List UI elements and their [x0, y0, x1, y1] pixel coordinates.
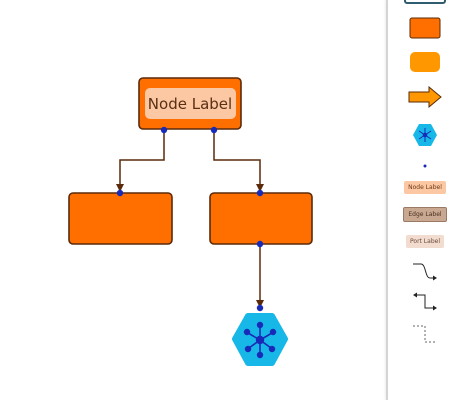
network-icon: [243, 321, 277, 359]
port-label-chip: Port Label: [406, 234, 444, 248]
dashed-edge-icon: [413, 325, 437, 343]
port-right-node-top[interactable]: [256, 189, 264, 197]
port-right-node-bottom[interactable]: [256, 240, 264, 248]
palette-arrow[interactable]: [388, 86, 460, 108]
hexagon-network-icon: [413, 124, 437, 146]
node-label-chip: Node Label: [404, 180, 446, 194]
hexagon-network-node[interactable]: [232, 313, 288, 366]
palette-orange-rectangle[interactable]: [388, 16, 460, 40]
port-dot-icon: [423, 164, 427, 168]
curved-edge-icon: [413, 263, 437, 281]
edge-label-chip: Edge Label: [403, 206, 447, 222]
palette-port-dot[interactable]: [388, 161, 460, 171]
palette-curved-edge[interactable]: [388, 260, 460, 284]
edge-top-to-right[interactable]: [213, 130, 264, 192]
node-top-label: Node Label: [148, 95, 232, 113]
palette-node-label[interactable]: Node Label: [388, 180, 460, 194]
canvas-svg: Node Label: [68, 77, 313, 366]
orange-rect-icon: [409, 17, 441, 39]
port-hexagon-top[interactable]: [256, 304, 264, 312]
edge-top-to-left[interactable]: [116, 130, 165, 192]
palette-rounded-orange[interactable]: [388, 50, 460, 74]
node-top-label-box[interactable]: [145, 88, 236, 119]
node-right[interactable]: [209, 192, 313, 245]
port-top-right[interactable]: [210, 126, 218, 134]
palette-panel: Node Label Edge Label Port Label: [386, 0, 460, 400]
rounded-orange-icon: [410, 52, 440, 72]
port-top-left[interactable]: [160, 126, 168, 134]
palette-rect-outline[interactable]: [388, 0, 460, 6]
diagram-canvas[interactable]: Node Label: [0, 0, 386, 400]
rect-outline-icon: [404, 0, 446, 4]
node-left[interactable]: [68, 192, 173, 245]
palette-hexagon[interactable]: [388, 122, 460, 148]
orthogonal-edge-icon: [413, 292, 437, 311]
palette-orthogonal-edge[interactable]: [388, 290, 460, 314]
port-left-node-top[interactable]: [116, 189, 124, 197]
palette-port-label[interactable]: Port Label: [388, 234, 460, 248]
node-top[interactable]: Node Label: [138, 77, 242, 130]
palette-edge-label[interactable]: Edge Label: [388, 206, 460, 222]
arrow-shape-icon: [408, 86, 442, 108]
palette-dashed-edge[interactable]: [388, 322, 460, 346]
